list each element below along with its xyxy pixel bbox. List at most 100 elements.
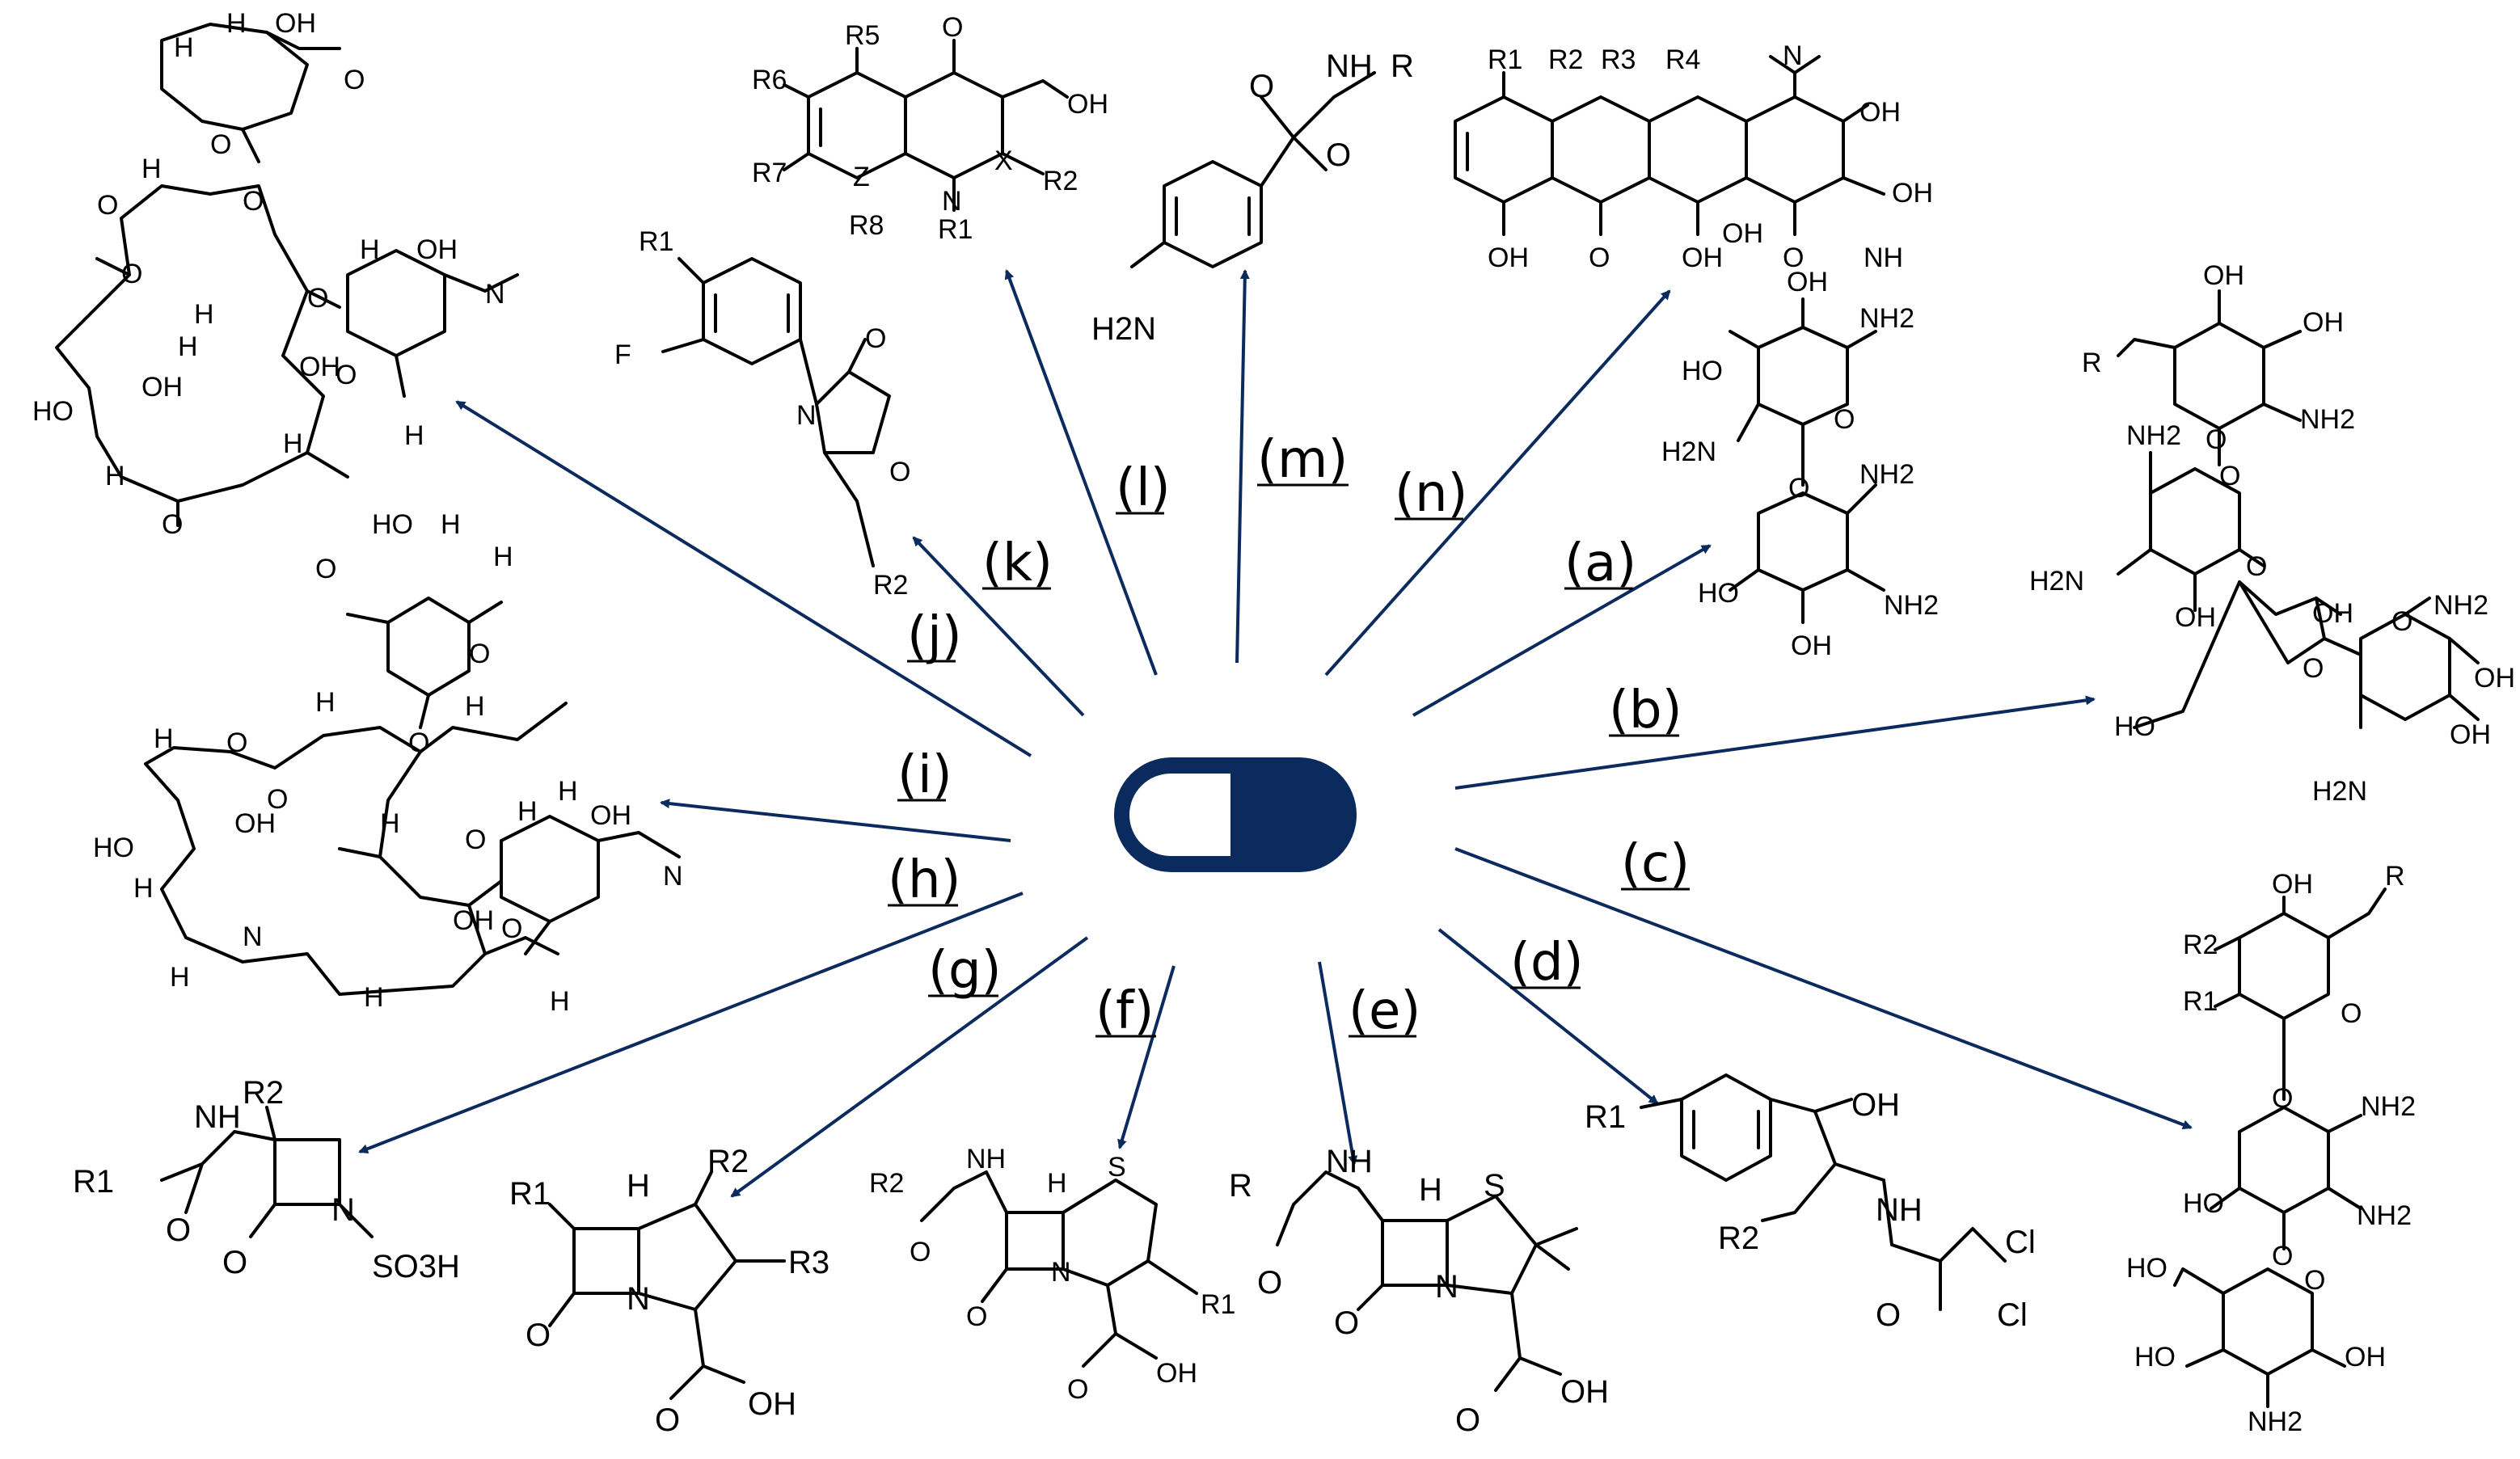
svg-text:R2: R2 [873,570,908,601]
svg-text:H: H [1419,1172,1442,1208]
svg-text:R1: R1 [509,1176,551,1212]
svg-text:O: O [210,129,231,160]
svg-text:O: O [243,186,264,217]
svg-text:HO: HO [32,396,74,427]
label-b: (b) [1609,681,1682,740]
svg-text:NH: NH [194,1099,241,1135]
svg-text:R2: R2 [1718,1221,1759,1256]
label-d: (d) [1510,933,1584,993]
svg-text:NH: NH [1326,1144,1373,1179]
svg-text:R: R [2385,861,2405,892]
svg-text:O: O [166,1212,191,1248]
svg-text:H: H [360,234,380,265]
svg-text:OH: OH [2175,602,2216,633]
svg-text:Z: Z [853,162,870,192]
label-k: (k) [982,533,1053,593]
svg-text:H: H [441,509,461,540]
structure-k-oxazolidinone: R1 F N O O R2 [614,226,910,601]
svg-text:NH2: NH2 [2126,420,2181,451]
svg-text:H: H [558,776,578,807]
svg-text:O: O [162,509,183,540]
structure-i-azalide: HO H H O O H H O O O H OH HO H H O H H O… [93,509,683,1017]
structure-a-aminoglycoside: HO OH NH2 H2N O O NH2 NH2 HO OH [1661,267,1939,661]
svg-text:O: O [97,190,118,221]
svg-text:O: O [1334,1305,1359,1341]
arrow-j [455,400,1032,757]
svg-text:R3: R3 [788,1245,829,1280]
svg-text:H: H [1047,1168,1067,1199]
svg-text:OH: OH [1722,218,1763,249]
label-n: (n) [1395,464,1468,524]
svg-text:O: O [966,1301,987,1332]
svg-text:O: O [315,554,336,584]
svg-text:HO: HO [2183,1188,2224,1219]
svg-text:HO: HO [2126,1253,2168,1284]
svg-text:R1: R1 [73,1164,114,1200]
svg-text:R1: R1 [1488,44,1522,75]
svg-text:H: H [364,982,384,1013]
svg-text:R2: R2 [707,1144,749,1179]
arrow-m [1235,269,1250,664]
structure-e-penicillin: R H NH S O O N O OH [1229,1144,1609,1438]
svg-text:NH2: NH2 [1859,303,1914,334]
svg-text:R: R [1391,48,1414,84]
svg-text:NH2: NH2 [2357,1200,2412,1231]
svg-text:O: O [469,639,490,669]
label-e: (e) [1349,981,1420,1041]
svg-text:Cl: Cl [2005,1225,2036,1260]
svg-text:N: N [485,279,505,310]
svg-text:O: O [2219,461,2240,491]
svg-text:H2N: H2N [2029,566,2084,597]
svg-text:OH: OH [1791,630,1832,661]
svg-text:O: O [2246,551,2267,582]
svg-text:H: H [194,299,214,330]
svg-text:HO: HO [372,509,413,540]
svg-text:H: H [315,687,336,718]
svg-text:O: O [307,283,328,314]
svg-text:H: H [174,32,194,63]
svg-text:HO: HO [93,833,134,863]
label-j: (j) [907,606,962,666]
svg-text:H: H [133,873,154,904]
structure-c-aminoglycoside: OH R R2 R1 O O NH2 HO NH2 O HO O HO OH N… [2126,861,2416,1437]
structure-n-tetracycline: R1 R2 R3 R4 N OH OH OH O OH OH O NH [1454,40,1933,273]
svg-text:OH: OH [2312,598,2353,629]
structure-h-monobactam: NH R2 R1 O O N SO3H [73,1075,460,1284]
svg-text:O: O [2304,1265,2325,1296]
svg-text:NH2: NH2 [1859,459,1914,490]
arrow-k [912,536,1085,717]
svg-text:H: H [105,461,125,491]
svg-text:NH: NH [1876,1192,1923,1228]
svg-text:H2N: H2N [2312,776,2367,807]
svg-text:H: H [404,420,424,451]
svg-text:O: O [1257,1265,1282,1301]
svg-text:O: O [1326,137,1351,173]
svg-text:N: N [627,1281,650,1317]
label-f: (f) [1095,981,1154,1041]
svg-text:O: O [408,727,429,758]
svg-text:H: H [178,331,198,362]
svg-text:OH: OH [1560,1374,1609,1410]
svg-text:NH2: NH2 [2248,1406,2303,1437]
structure-g-carbapenem: R1 H R2 R3 O N O OH [509,1144,829,1438]
arrow-l [1004,269,1158,676]
svg-text:X: X [994,145,1013,176]
svg-text:H: H [493,542,513,572]
svg-text:H: H [380,808,400,839]
svg-text:OH: OH [1892,178,1933,209]
svg-text:O: O [344,65,365,95]
label-h: (h) [888,850,961,910]
svg-text:NH: NH [966,1144,1006,1174]
svg-text:OH: OH [1851,1087,1900,1123]
arrow-g [730,936,1089,1198]
svg-text:R7: R7 [752,158,787,188]
svg-text:R: R [2082,348,2102,378]
svg-text:H: H [517,796,538,827]
svg-text:SO3H: SO3H [372,1249,460,1284]
svg-text:R6: R6 [752,65,787,95]
svg-text:R: R [1229,1168,1252,1204]
svg-text:H: H [283,428,303,459]
structure-l-quinolone: R5 O OH R6 X R2 R7 Z N R8 R1 [752,12,1108,245]
